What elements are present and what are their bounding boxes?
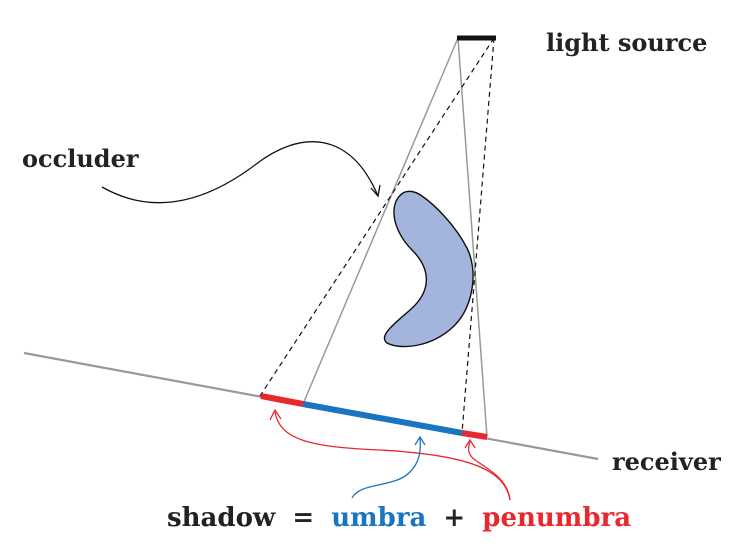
umbra-arrow: [351, 437, 421, 499]
equation-plus: +: [443, 503, 465, 533]
light-source-label: light source: [546, 28, 707, 57]
occluder-arrowhead: [370, 184, 381, 198]
equation-umbra: umbra: [331, 503, 426, 533]
penumbra-segment-left: [260, 393, 304, 407]
penumbra-ray-right: [461, 37, 495, 434]
receiver-label: receiver: [612, 447, 721, 476]
penumbra-arrow-right: [467, 440, 511, 501]
equation-shadow: shadow: [167, 503, 276, 533]
occluder-shape: [383, 190, 474, 348]
penumbra-ray-left: [259, 37, 495, 397]
equation-penumbra: penumbra: [482, 503, 631, 533]
umbra-ray-right: [457, 37, 488, 438]
penumbra-arrow-left: [274, 411, 511, 501]
penumbra-arrowhead-left: [269, 408, 282, 421]
umbra-ray-left: [302, 37, 459, 405]
penumbra-segment-right: [461, 430, 488, 440]
shadow-equation: shadow = umbra + penumbra: [167, 503, 631, 533]
occluder-label: occluder: [22, 144, 139, 173]
occluder-arrow: [101, 141, 379, 204]
equation-equals: =: [292, 503, 314, 533]
umbra-arrowhead: [414, 435, 426, 446]
penumbra-arrowhead-right: [464, 438, 476, 449]
umbra-segment: [302, 401, 463, 436]
